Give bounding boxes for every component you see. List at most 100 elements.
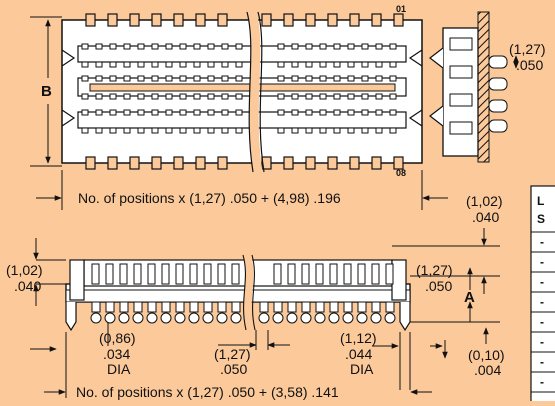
solder-ball <box>118 312 130 324</box>
bottom-comb-notch <box>261 156 272 170</box>
solder-pin <box>259 301 269 313</box>
post-dia-label: DIA <box>350 361 374 377</box>
contact-pad <box>193 93 201 100</box>
table-header-line1: L <box>537 194 544 208</box>
front-contact <box>189 263 198 285</box>
contact-pad <box>123 127 131 134</box>
contact-pad <box>235 127 243 134</box>
contact-pad <box>291 127 299 134</box>
contact-pad <box>347 127 355 134</box>
contact-pad <box>361 127 369 134</box>
contact-pad <box>221 93 229 100</box>
contact-pad <box>305 43 313 50</box>
post-dia-mm: (1,12) <box>340 330 377 346</box>
contact-pad <box>179 127 187 134</box>
solder-ball <box>384 312 396 324</box>
contact-pad <box>165 93 173 100</box>
solder-pin <box>203 301 213 313</box>
top-comb-notch <box>283 13 294 27</box>
front-contact <box>329 263 338 285</box>
table-row-cell: - <box>540 295 544 309</box>
side-view: (1,27) .050 <box>429 11 546 163</box>
contact-pad <box>151 75 159 82</box>
contact-pad <box>207 109 215 116</box>
contact-pad <box>137 75 145 82</box>
contact-pad <box>361 75 369 82</box>
solder-pin <box>273 301 283 313</box>
contact-pad <box>221 109 229 116</box>
contact-pad <box>235 61 243 68</box>
contact-pad <box>221 61 229 68</box>
top-view: 01 08 B No. of positions x (1,27) .050 +… <box>30 4 448 210</box>
front-view: (1,02) .040 (1,02) .040 (1,27) .050 A (0… <box>6 193 505 400</box>
bottom-comb-notch <box>107 156 118 170</box>
contact-pad <box>221 43 229 50</box>
contact-pad <box>333 61 341 68</box>
top-comb-notch <box>195 13 206 27</box>
contact-pad <box>389 43 397 50</box>
contact-pad <box>151 109 159 116</box>
solder-ball <box>300 312 312 324</box>
contact-pad <box>347 43 355 50</box>
contact-pad <box>81 127 89 134</box>
solder-pin <box>301 301 311 313</box>
pin-dia-mm: (0,86) <box>99 330 136 346</box>
contact-pad <box>319 75 327 82</box>
front-contact <box>231 263 240 285</box>
contact-pad <box>291 93 299 100</box>
contact-pad <box>151 93 159 100</box>
solder-ball <box>174 312 186 324</box>
position-label-08: 08 <box>396 168 406 178</box>
top-right-in: .040 <box>472 209 499 225</box>
solder-ball <box>328 312 340 324</box>
contact-pad <box>109 61 117 68</box>
mid-pitch-mm: (1,27) <box>214 346 251 362</box>
contact-pad <box>319 93 327 100</box>
solder-ball <box>230 312 242 324</box>
solder-ball <box>132 312 144 324</box>
contact-pad <box>109 75 117 82</box>
contact-pad <box>109 127 117 134</box>
contact-pad <box>235 75 243 82</box>
contact-pad <box>81 75 89 82</box>
contact-pad <box>207 75 215 82</box>
contact-pad <box>207 93 215 100</box>
contact-pad <box>165 43 173 50</box>
dimension-table: L S -------- <box>530 185 555 406</box>
contact-pad <box>193 61 201 68</box>
contact-pad <box>277 109 285 116</box>
contact-pad <box>389 61 397 68</box>
contact-pad <box>137 93 145 100</box>
contact-pad <box>305 109 313 116</box>
contact-pad <box>193 75 201 82</box>
front-contact <box>203 263 212 285</box>
contact-pad <box>347 61 355 68</box>
contact-pad <box>277 93 285 100</box>
solder-ball <box>146 312 158 324</box>
contact-pad <box>221 127 229 134</box>
top-length-formula: No. of positions x (1,27) .050 + (4,98) … <box>78 190 341 206</box>
solder-pin <box>315 301 325 313</box>
contact-pad <box>109 43 117 50</box>
contact-pad <box>137 109 145 116</box>
solder-pin <box>161 301 171 313</box>
contact-pad <box>235 93 243 100</box>
contact-pad <box>305 127 313 134</box>
top-comb-notch <box>393 13 404 27</box>
top-comb-notch <box>371 13 382 27</box>
contact-pad <box>95 93 103 100</box>
bottom-comb-notch <box>129 156 140 170</box>
solder-pin <box>343 301 353 313</box>
contact-pad <box>151 43 159 50</box>
contact-pad <box>291 61 299 68</box>
contact-pad <box>389 93 397 100</box>
front-contact <box>343 263 352 285</box>
dimension-b-label: B <box>41 83 52 100</box>
front-pitch-mm: (1,27) <box>416 262 453 278</box>
contact-pad <box>123 93 131 100</box>
contact-pad <box>221 75 229 82</box>
top-comb-notch <box>261 13 272 27</box>
top-comb-notch <box>217 13 228 27</box>
contact-pad <box>179 109 187 116</box>
